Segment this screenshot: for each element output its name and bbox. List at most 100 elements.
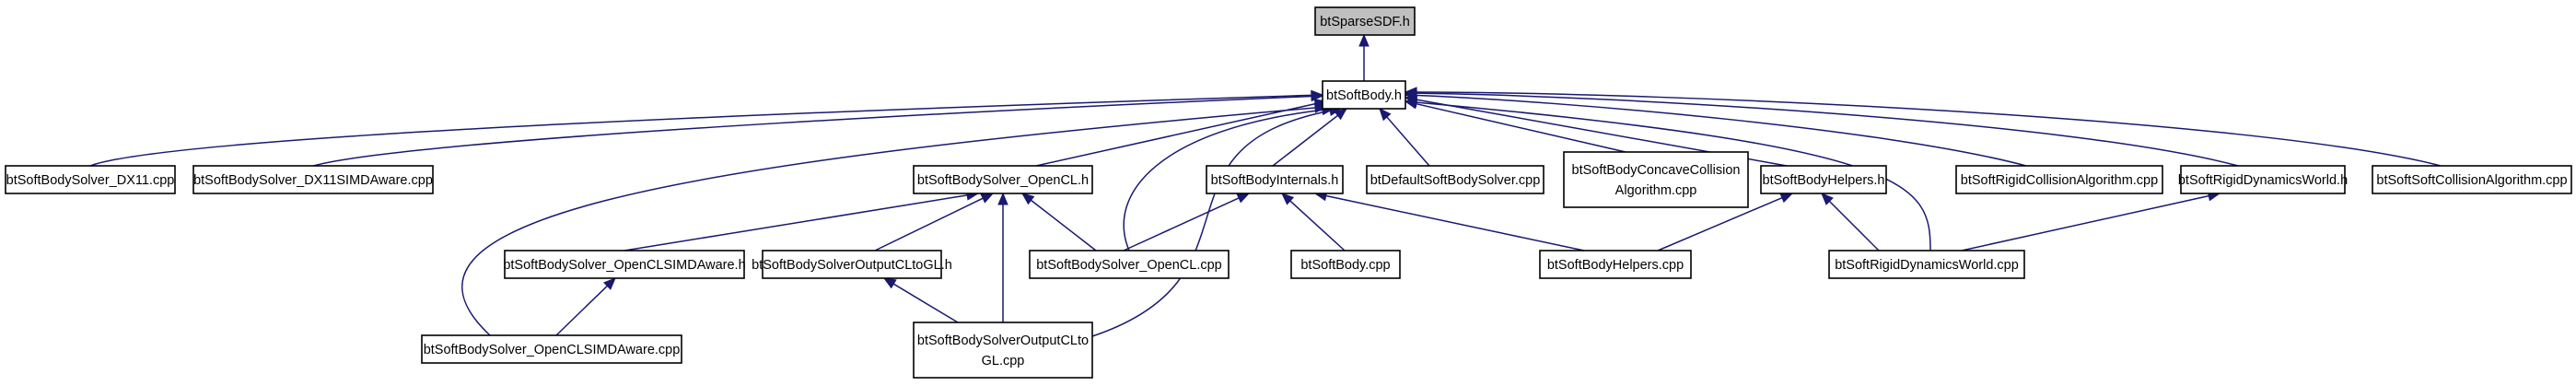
node-label: GL.cpp <box>982 354 1025 368</box>
node-box[interactable] <box>1029 250 1230 279</box>
edge-openclsimd_cpp-to-openclsimd_h <box>555 285 608 336</box>
node-helpers_h[interactable]: btSoftBodyHelpers.h <box>1760 165 1887 194</box>
edge-helpers_cpp-to-helpers_h <box>1657 196 1783 251</box>
edge-dx11simd-to-softbody_h <box>312 95 1312 167</box>
node-box[interactable] <box>5 165 176 194</box>
node-label: btSoftBodySolverOutputCLto <box>917 333 1089 348</box>
edge-dx11-to-softbody_h <box>89 94 1312 167</box>
arrowhead-openclsimd_cpp-to-softbody_h <box>1314 102 1328 113</box>
node-label: btSoftBodySolver_OpenCLSIMDAware.h <box>503 258 745 273</box>
node-box[interactable] <box>1206 165 1344 194</box>
arrowhead-rigidworld_cpp-to-helpers_h <box>1821 193 1834 205</box>
edge-outputgl_cpp-to-outputgl_h <box>892 283 959 323</box>
node-box[interactable] <box>1828 250 2025 279</box>
node-label: btDefaultSoftBodySolver.cpp <box>1370 173 1541 188</box>
node-box[interactable] <box>2372 165 2572 194</box>
node-label: btSoftSoftCollisionAlgorithm.cpp <box>2376 173 2567 188</box>
node-dx11simd[interactable]: btSoftBodySolver_DX11SIMDAware.cpp <box>192 165 434 194</box>
node-box[interactable] <box>1539 250 1692 279</box>
node-box[interactable] <box>913 165 1093 194</box>
node-box[interactable] <box>1760 165 1887 194</box>
edge-softcoll-to-softbody_h <box>1416 91 2442 167</box>
node-box[interactable] <box>762 250 942 279</box>
arrowhead-outputgl_cpp-to-opencl_h <box>997 192 1008 205</box>
node-label: btSoftRigidDynamicsWorld.cpp <box>1835 258 2019 273</box>
arrowhead-defaultsolver-to-softbody_h <box>1379 108 1392 122</box>
arrowhead-helpers_cpp-to-helpers_h <box>1779 193 1794 204</box>
edge-concave-to-softbody_h <box>1416 102 1626 153</box>
node-internals[interactable]: btSoftBodyInternals.h <box>1206 165 1344 194</box>
edges <box>89 33 2442 337</box>
node-rigidcoll[interactable]: btSoftRigidCollisionAlgorithm.cpp <box>1955 165 2163 194</box>
node-outputgl_h[interactable]: btSoftBodySolverOutputCLtoGL.h <box>752 250 952 279</box>
edge-outputgl_cpp-to-softbody_h <box>1091 110 1331 337</box>
node-label: btSoftBodySolver_OpenCL.h <box>917 173 1089 188</box>
edge-helpers_cpp-to-internals <box>1325 194 1585 251</box>
node-box[interactable] <box>504 250 745 279</box>
node-softcoll[interactable]: btSoftSoftCollisionAlgorithm.cpp <box>2372 165 2572 194</box>
node-label: btSoftBodyConcaveCollision <box>1572 163 1741 178</box>
node-box[interactable] <box>1955 165 2163 194</box>
node-label: btSparseSDF.h <box>1320 15 1410 29</box>
node-label: btSoftBodySolver_OpenCL.cpp <box>1036 258 1222 273</box>
arrowhead-opencl_cpp-to-internals <box>1236 193 1251 204</box>
node-label: btSoftBodySolver_OpenCLSIMDAware.cpp <box>424 343 681 357</box>
arrowhead-openclsimd_cpp-to-openclsimd_h <box>603 277 616 290</box>
node-label: btSoftBodySolver_DX11.cpp <box>6 173 175 188</box>
arrowhead-outputgl_h-to-opencl_h <box>980 193 995 204</box>
node-softbody_cpp[interactable]: btSoftBody.cpp <box>1290 250 1401 279</box>
node-opencl_cpp[interactable]: btSoftBodySolver_OpenCL.cpp <box>1029 250 1230 279</box>
arrowhead-softbody_h-to-sparsesdf <box>1358 33 1370 47</box>
node-box[interactable] <box>1322 80 1406 110</box>
node-box[interactable] <box>1366 165 1544 194</box>
node-dx11[interactable]: btSoftBodySolver_DX11.cpp <box>5 165 176 194</box>
edge-outputgl_h-to-opencl_h <box>874 197 984 251</box>
edge-softbody_cpp-to-internals <box>1289 200 1346 251</box>
node-label: btSoftBody.h <box>1326 88 1402 103</box>
node-label: btSoftRigidDynamicsWorld.h <box>2178 173 2348 188</box>
edge-defaultsolver-to-softbody_h <box>1386 116 1430 167</box>
node-box[interactable] <box>421 334 682 364</box>
node-rigidworld_cpp[interactable]: btSoftRigidDynamicsWorld.cpp <box>1828 250 2025 279</box>
node-sparsesdf[interactable]: btSparseSDF.h <box>1314 6 1416 36</box>
node-rigidworld_h[interactable]: btSoftRigidDynamicsWorld.h <box>2178 165 2348 194</box>
node-label: btSoftBodySolverOutputCLtoGL.h <box>752 258 952 273</box>
node-box[interactable] <box>192 165 434 194</box>
arrowhead-dx11simd-to-softbody_h <box>1311 90 1324 102</box>
edge-rigidworld_cpp-to-rigidworld_h <box>1961 194 2209 251</box>
node-opencl_h[interactable]: btSoftBodySolver_OpenCL.h <box>913 165 1093 194</box>
node-label: btSoftRigidCollisionAlgorithm.cpp <box>1961 173 2158 188</box>
node-box[interactable] <box>1314 6 1416 36</box>
node-label: btSoftBodyHelpers.h <box>1763 173 1885 188</box>
nodes: btSparseSDF.h btSoftBody.h btSoftBodySolve… <box>5 6 2572 379</box>
edge-opencl_cpp-to-softbody_h <box>1123 109 1323 251</box>
node-box[interactable] <box>1563 151 1749 208</box>
edge-openclsimd_h-to-opencl_h <box>624 194 968 251</box>
edge-rigidworld_cpp-to-helpers_h <box>1828 200 1880 251</box>
edge-openclsimd_cpp-to-softbody_h <box>461 107 1316 336</box>
node-label: btSoftBodySolver_DX11SIMDAware.cpp <box>193 173 433 188</box>
node-helpers_cpp[interactable]: btSoftBodyHelpers.cpp <box>1539 250 1692 279</box>
edge-opencl_cpp-to-opencl_h <box>1031 199 1097 251</box>
node-box[interactable] <box>913 322 1093 379</box>
node-softbody_h[interactable]: btSoftBody.h <box>1322 80 1406 110</box>
edge-opencl_h-to-softbody_h <box>1035 102 1316 167</box>
arrowhead-rigidworld_cpp-to-softbody_h <box>1404 97 1417 108</box>
node-label: btSoftBodyInternals.h <box>1211 173 1339 188</box>
node-defaultsolver[interactable]: btDefaultSoftBodySolver.cpp <box>1366 165 1544 194</box>
node-label: Algorithm.cpp <box>1615 183 1697 198</box>
arrowhead-outputgl_cpp-to-outputgl_h <box>882 277 897 289</box>
node-box[interactable] <box>1290 250 1401 279</box>
edge-internals-to-softbody_h <box>1272 114 1338 167</box>
edge-rigidworld_h-to-softbody_h <box>1416 92 2239 167</box>
node-box[interactable] <box>2180 165 2346 194</box>
edge-opencl_cpp-to-internals <box>1123 197 1240 251</box>
arrowhead-softcoll-to-softbody_h <box>1404 87 1417 98</box>
node-outputgl_cpp[interactable]: btSoftBodySolverOutputCLtoGL.cpp <box>913 322 1093 379</box>
edge-rigidcoll-to-softbody_h <box>1416 94 2027 167</box>
node-label: btSoftBody.cpp <box>1300 258 1390 273</box>
node-openclsimd_cpp[interactable]: btSoftBodySolver_OpenCLSIMDAware.cpp <box>421 334 682 364</box>
node-openclsimd_h[interactable]: btSoftBodySolver_OpenCLSIMDAware.h <box>503 250 746 279</box>
